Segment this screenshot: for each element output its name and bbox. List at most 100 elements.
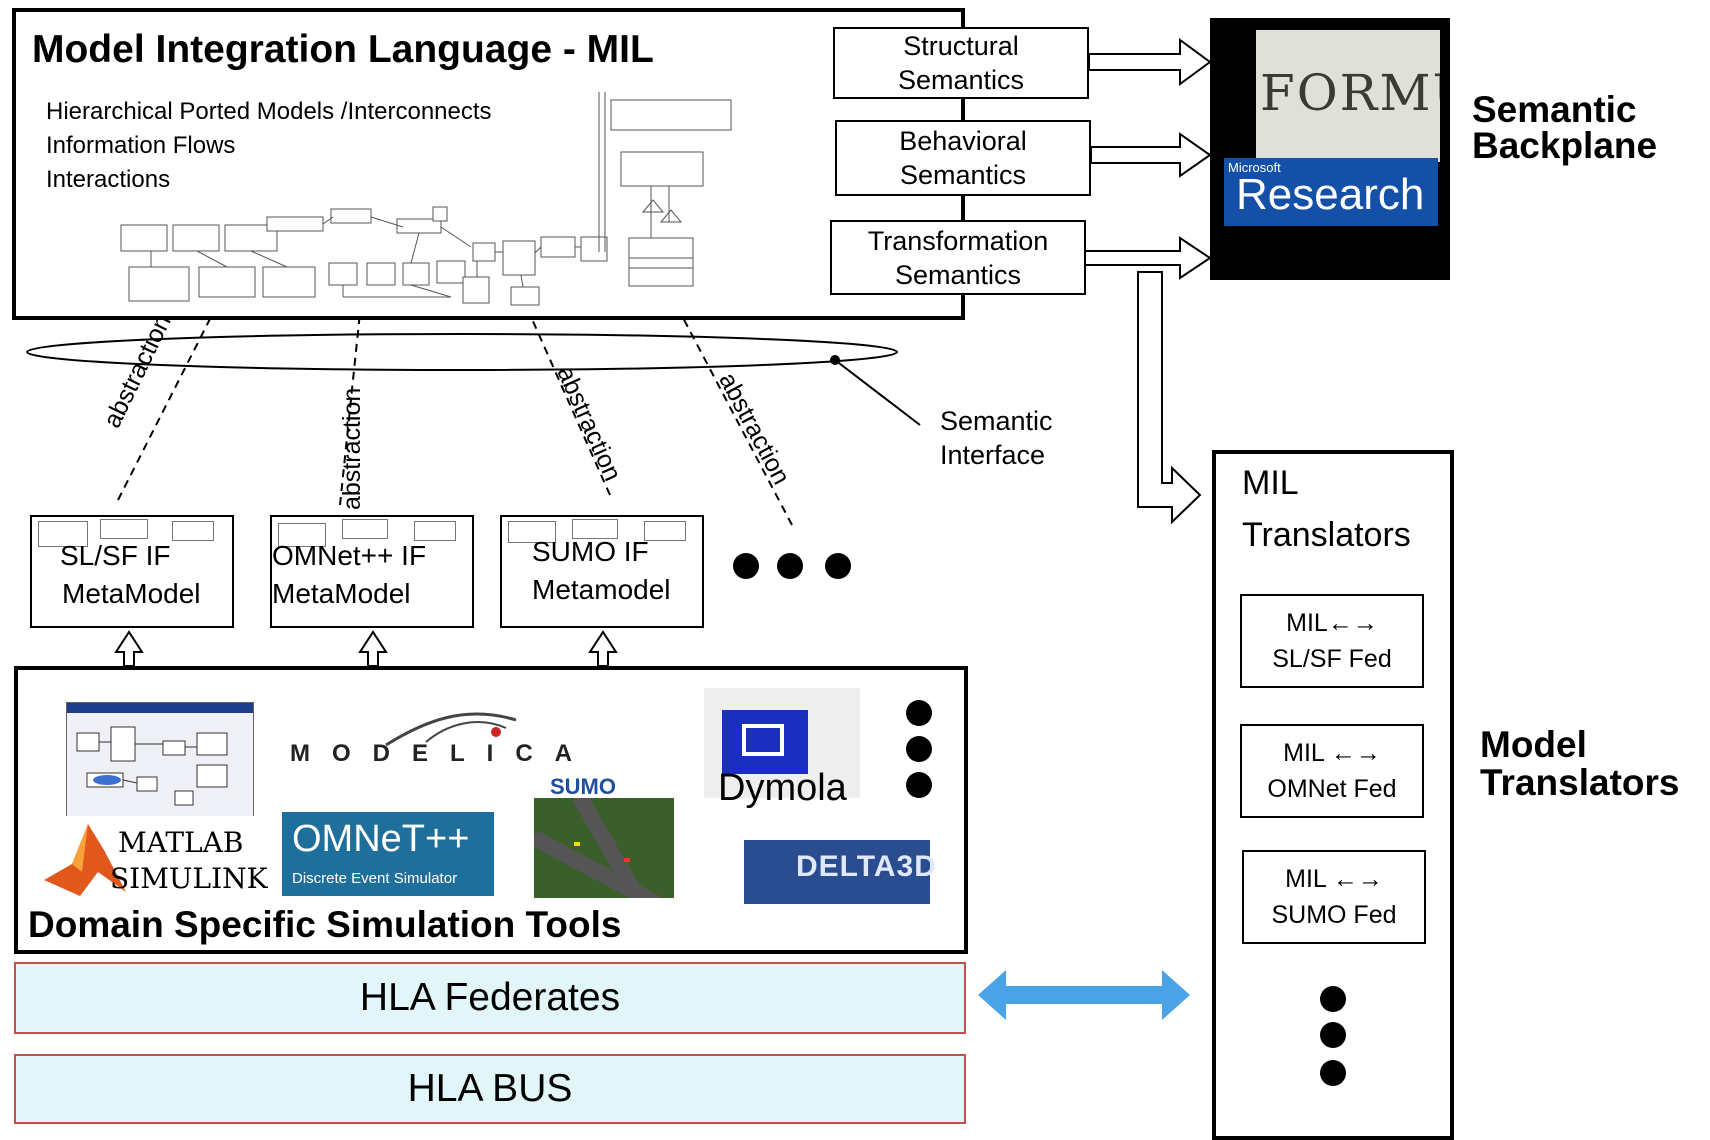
transformation-semantics-line1: Transformation — [867, 225, 1049, 256]
semantic-backplane-line2: Backplane — [1472, 125, 1658, 166]
translator-sumo-line2: SUMO Fed — [1271, 901, 1397, 929]
metamodel-omnet: OMNet++ IF MetaModel — [270, 515, 474, 628]
metamodel-slsf-line2: MetaModel — [62, 578, 201, 609]
abstraction-arrow-3 — [496, 239, 611, 496]
delta3d-logo: DELTA3D — [744, 840, 936, 904]
translator-sumo-line1: MIL ←→ — [1285, 865, 1383, 893]
tools-more-dot-3 — [906, 772, 932, 798]
simulink-block-diagram — [76, 726, 228, 806]
matlab-text: MATLAB — [118, 826, 244, 859]
model-translators-line1: Model — [1480, 724, 1587, 765]
sumo-to-metamodel-arrow — [588, 630, 618, 667]
translator-slsf-line1: MIL←→ — [1286, 609, 1378, 637]
metamodel-slsf-mini-1 — [38, 521, 88, 547]
mil-title: Model Integration Language - MIL — [32, 28, 654, 71]
omnet-logo: OMNeT++ Discrete Event Simulator — [282, 812, 494, 896]
dymola-icon — [722, 710, 808, 774]
mil-translators-title-line2: Translators — [1242, 516, 1411, 554]
formula-logo-text: FORMULA — [1260, 64, 1440, 122]
omnet-to-metamodel-arrow — [358, 630, 388, 667]
behavioral-to-backplane-arrow — [1090, 132, 1212, 178]
modelica-logo: MODELICA — [276, 712, 576, 780]
translator-sumo: MIL ←→ SUMO Fed — [1242, 850, 1426, 944]
dymola-icon-inner — [742, 724, 784, 756]
translator-slsf-line2: SL/SF Fed — [1272, 645, 1392, 673]
mil-box: Model Integration Language - MIL Hierarc… — [12, 8, 965, 320]
metamodel-sumo-line2: Metamodel — [532, 574, 671, 605]
metamodel-omnet-line2: MetaModel — [272, 578, 411, 609]
semantic-backplane-label: Semantic Backplane — [1472, 89, 1658, 166]
simulink-to-metamodel-arrow — [114, 630, 144, 667]
metamodel-slsf-mini-3 — [172, 521, 214, 541]
hla-bus-bar: HLA BUS — [14, 1054, 966, 1124]
transformation-semantics-box: Transformation Semantics — [830, 220, 1086, 295]
model-translators-label: Model Translators — [1480, 726, 1679, 802]
sumo-car-2 — [624, 858, 630, 862]
semantic-backplane-line1: Semantic — [1472, 89, 1637, 130]
hla-federates-bar: HLA Federates — [14, 962, 966, 1034]
sumo-label: SUMO — [550, 774, 616, 799]
semantic-interface-pointer — [834, 359, 921, 426]
modelica-swoosh-icon — [385, 712, 517, 747]
msr-logo-big: Research — [1236, 170, 1425, 219]
mil-feature-2: Information Flows — [46, 132, 236, 159]
metamodel-sumo-mini-1 — [508, 521, 556, 543]
translator-slsf: MIL←→ SL/SF Fed — [1240, 594, 1424, 688]
delta3d-text: DELTA3D — [796, 850, 937, 883]
tools-more-dot-2 — [906, 736, 932, 762]
modelica-text: MODELICA — [290, 740, 594, 767]
hla-federates-label: HLA Federates — [359, 976, 621, 1019]
metamodel-sumo-line1: SUMO IF — [532, 536, 649, 567]
model-translators-line2: Translators — [1480, 762, 1680, 803]
matlab-simulink-logo: MATLAB SIMULINK — [38, 816, 268, 902]
mil-feature-1: Hierarchical Ported Models /Interconnect… — [46, 98, 492, 125]
translator-omnet-line2: OMNet Fed — [1267, 775, 1397, 803]
mil-feature-3: Interactions — [46, 166, 171, 193]
tools-title: Domain Specific Simulation Tools — [28, 904, 622, 945]
structural-to-backplane-arrow — [1088, 38, 1212, 86]
mil-translators-title-line1: MIL — [1242, 464, 1299, 502]
transformation-to-translators-arrow — [1137, 271, 1202, 525]
msr-logo-small: Microsoft — [1228, 160, 1281, 175]
behavioral-semantics-line2: Semantics — [899, 160, 1027, 190]
semantic-interface-line2: Interface — [940, 440, 1046, 470]
metamodel-more-dot-3 — [825, 553, 851, 579]
dymola-text: Dymola — [718, 767, 847, 809]
tools-box: MODELICA Dymola MATLAB SIMULINK OMNeT++ … — [14, 666, 968, 954]
microsoft-research-logo: Microsoft Research — [1224, 158, 1438, 226]
semantic-interface-ellipse — [26, 333, 898, 371]
metamodel-sumo: SUMO IF Metamodel — [500, 515, 704, 628]
backplane-logo-panel: FORMULA Microsoft Research — [1210, 18, 1450, 280]
mil-uml-sketch — [120, 206, 608, 306]
transformation-to-backplane-arrow — [1084, 236, 1212, 280]
behavioral-semantics-box: Behavioral Semantics — [835, 120, 1091, 196]
dymola-logo — [704, 688, 860, 798]
translators-more-dot-1 — [1320, 986, 1346, 1012]
metamodel-slsf: SL/SF IF MetaModel — [30, 515, 234, 628]
translator-omnet: MIL ←→ OMNet Fed — [1240, 724, 1424, 818]
structural-semantics-line2: Semantics — [897, 65, 1025, 95]
mil-uml-proxy-sketch — [598, 92, 732, 287]
behavioral-semantics-line1: Behavioral — [899, 126, 1027, 156]
sumo-car-1 — [574, 842, 580, 846]
metamodel-slsf-line1: SL/SF IF — [60, 540, 171, 571]
abstraction-label-2: abstraction — [338, 387, 366, 510]
omnet-subtitle: Discrete Event Simulator — [292, 870, 458, 887]
matlab-membrane-icon — [44, 824, 126, 896]
sumo-screenshot — [534, 798, 674, 898]
metamodel-slsf-mini-2 — [100, 519, 148, 539]
formula-logo: FORMULA — [1256, 30, 1440, 162]
structural-semantics-box: Structural Semantics — [833, 27, 1089, 99]
metamodel-omnet-mini-1 — [278, 523, 326, 547]
semantic-interface-label: Semantic Interface — [940, 404, 1053, 472]
translator-omnet-line1: MIL ←→ — [1283, 739, 1381, 767]
hla-bus-label: HLA BUS — [407, 1067, 573, 1110]
mil-translators-box: MIL Translators MIL←→ SL/SF Fed MIL ←→ O… — [1212, 450, 1454, 1140]
metamodel-more-dot-1 — [733, 553, 759, 579]
hla-translator-double-arrow — [978, 970, 1190, 1020]
omnet-text: OMNeT++ — [292, 818, 470, 860]
semantic-interface-line1: Semantic — [940, 406, 1053, 436]
tools-more-dot-1 — [906, 700, 932, 726]
translators-more-dot-2 — [1320, 1022, 1346, 1048]
metamodel-omnet-line1: OMNet++ IF — [272, 540, 427, 571]
